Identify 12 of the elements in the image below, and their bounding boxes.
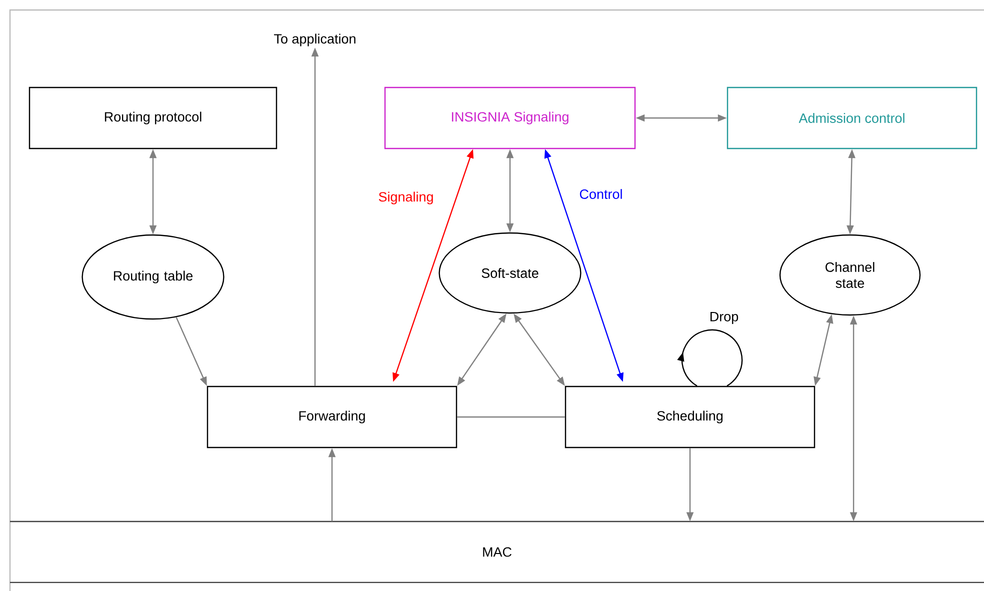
output-label: To application [274,34,356,46]
edge-label: Control [578,188,624,200]
process-box: Routing protocol [28,86,278,150]
edge-label: Drop [708,310,740,326]
layer-band: MAC [10,520,984,584]
process-box: Scheduling [564,386,816,448]
process-box: Forwarding [206,386,458,448]
connector-line [457,416,565,418]
process-box: INSIGNIA Signaling [384,86,636,150]
process-box: Admission control [726,86,978,150]
loop-arrow [677,329,743,386]
edge-label: Signaling [377,190,435,206]
